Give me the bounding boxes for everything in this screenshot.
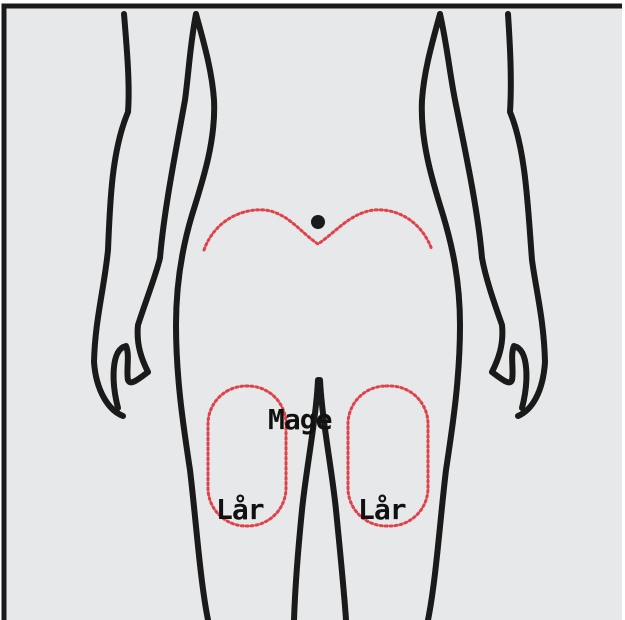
left-thigh-label: Lår xyxy=(216,496,264,524)
right-thigh-label: Lår xyxy=(358,496,406,524)
navel-dot xyxy=(311,215,325,229)
abdomen-label: Mage xyxy=(268,406,331,434)
